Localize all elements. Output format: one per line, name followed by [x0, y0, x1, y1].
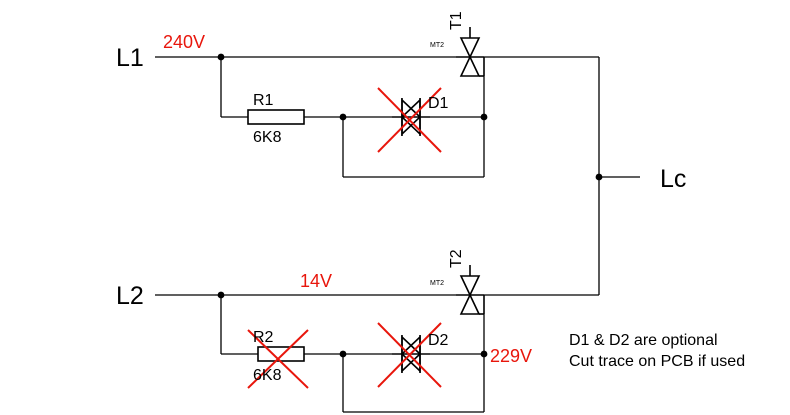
junction-dot [480, 113, 488, 121]
junction-dot [217, 291, 225, 299]
label-r2-value: 6K8 [253, 367, 282, 384]
junction-dot [480, 350, 488, 358]
label-l1: L1 [116, 44, 144, 72]
voltage-229v: 229V [490, 346, 532, 366]
label-mt-t2: MT2 [430, 280, 444, 287]
lower-wires [155, 294, 599, 413]
voltage-240v: 240V [163, 32, 205, 52]
triac-t1 [456, 27, 485, 77]
cross-mark-line [377, 322, 442, 388]
cross-mark-r2 [247, 329, 309, 389]
diode-d1 [392, 98, 430, 136]
junction-dots [217, 53, 603, 358]
junction-dot [339, 113, 347, 121]
cross-mark-d1 [377, 87, 442, 153]
label-lc: Lc [660, 165, 686, 193]
note-line-2: Cut trace on PCB if used [569, 353, 745, 370]
note-line-1: D1 & D2 are optional [569, 332, 718, 349]
upper-wires [155, 56, 640, 295]
triac-t2 [456, 265, 485, 315]
cross-mark-d2 [377, 322, 442, 388]
label-l2: L2 [116, 282, 144, 310]
label-r2: R2 [253, 329, 274, 346]
label-t1: T1 [448, 11, 465, 30]
junction-dot [217, 53, 225, 61]
label-d1: D1 [428, 95, 449, 112]
junction-dot [339, 350, 347, 358]
resistor-r2 [257, 346, 305, 362]
cross-mark-line [247, 329, 309, 389]
resistor-r1 [247, 109, 305, 125]
label-t2: T2 [448, 249, 465, 268]
label-d2: D2 [428, 332, 449, 349]
label-mt-t1: MT2 [430, 42, 444, 49]
label-r1: R1 [253, 92, 274, 109]
voltage-14v: 14V [300, 271, 332, 291]
label-r1-value: 6K8 [253, 129, 282, 146]
junction-dot [595, 173, 603, 181]
cross-mark-line [377, 87, 442, 153]
